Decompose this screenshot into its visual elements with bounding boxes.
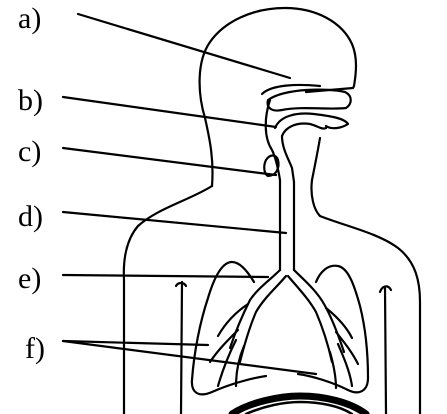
- left-arm-inner-line: [181, 282, 182, 414]
- pointer-a: [78, 14, 290, 78]
- right-bronchus-inner: [288, 276, 332, 362]
- right-lung-branch-1: [326, 308, 352, 338]
- oral-cavity-roof: [275, 114, 348, 129]
- pointer-d: [63, 212, 286, 233]
- left-bronchus-inner: [240, 276, 286, 362]
- pharynx-front: [282, 136, 294, 182]
- right-bronchus: [294, 270, 344, 352]
- label-a: a): [18, 2, 41, 35]
- label-e: e): [18, 262, 41, 295]
- label-c: c): [18, 135, 41, 168]
- left-shoulder-outline: [124, 186, 212, 414]
- label-d: d): [18, 200, 43, 233]
- left-lung-branch-1: [218, 304, 248, 336]
- head-outline: [200, 8, 356, 216]
- pointer-e: [63, 275, 268, 277]
- right-arm-inner-line: [385, 288, 386, 414]
- label-f: f): [25, 332, 45, 365]
- pointer-c: [63, 148, 276, 175]
- pointer-f-2: [63, 341, 316, 374]
- label-b: b): [18, 84, 43, 117]
- pointer-b: [63, 97, 276, 127]
- oral-cavity-floor: [282, 124, 326, 137]
- left-lung: [192, 262, 266, 394]
